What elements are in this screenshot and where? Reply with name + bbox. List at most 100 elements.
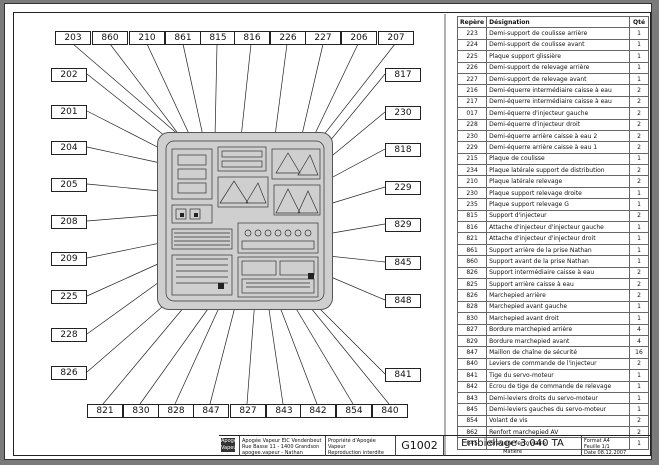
part-qty: 2 bbox=[629, 175, 649, 188]
part-designation: Plaque support relevage G bbox=[486, 198, 630, 211]
callout-861: 861 bbox=[165, 31, 201, 45]
part-qty: 2 bbox=[629, 164, 649, 177]
part-ref: 234 bbox=[456, 164, 488, 177]
part-designation: Demi-support de relevage avant bbox=[486, 72, 630, 86]
part-designation: Plaque latérale support de distribution bbox=[486, 164, 630, 177]
part-designation: Marchepied avant gauche bbox=[486, 300, 630, 314]
part-designation: Demi-équerre intermédiaire caisse à eau bbox=[486, 95, 630, 109]
callout-828: 828 bbox=[158, 404, 194, 418]
callout-854: 854 bbox=[336, 404, 372, 418]
company-line-3: apogee.vapeur - Nathan bbox=[242, 450, 303, 456]
part-qty: 1 bbox=[629, 186, 649, 200]
part-ref: 847 bbox=[456, 346, 488, 359]
part-qty: 4 bbox=[629, 323, 649, 336]
part-qty: 1 bbox=[629, 72, 649, 86]
part-ref: 845 bbox=[456, 437, 488, 450]
callout-227: 227 bbox=[305, 31, 341, 45]
part-designation: Demi-équerre arrière caisse à eau 1 bbox=[486, 141, 630, 154]
part-qty: 2 bbox=[629, 209, 649, 223]
part-qty: 1 bbox=[629, 312, 649, 325]
part-designation: Plaque support glissière bbox=[486, 50, 630, 63]
callout-827: 827 bbox=[230, 404, 266, 418]
part-designation: Bordure marchepied arrière bbox=[486, 323, 630, 336]
copyright-line-1: Propriété d'Apogée Vapeur bbox=[328, 438, 376, 450]
part-ref: 861 bbox=[456, 243, 488, 257]
part-designation: Bordure marchepied avant bbox=[486, 334, 630, 348]
part-designation: Support arrière caisse à eau bbox=[486, 277, 630, 291]
part-qty: 2 bbox=[629, 107, 649, 120]
part-designation: Support avant de la prise Nathan bbox=[486, 255, 630, 268]
part-ref: 815 bbox=[456, 209, 488, 223]
part-qty: 1 bbox=[629, 152, 649, 166]
drawing-reference: G1002 bbox=[395, 436, 443, 456]
part-qty: 1 bbox=[629, 243, 649, 257]
part-ref: 821 bbox=[456, 232, 488, 245]
callout-208: 208 bbox=[51, 215, 87, 229]
part-qty: 1 bbox=[629, 403, 649, 416]
part-qty: 2 bbox=[629, 84, 649, 97]
callout-206: 206 bbox=[341, 31, 377, 45]
part-ref: 224 bbox=[456, 38, 488, 52]
part-designation: Marchepied avant droit bbox=[486, 312, 630, 325]
company-info: Apogée Vapeur EIC Vendenbeut Rue Basse 1… bbox=[239, 436, 325, 456]
part-ref: 229 bbox=[456, 141, 488, 154]
part-designation: Demi-équerre arrière caisse à eau 2 bbox=[486, 129, 630, 143]
callout-821: 821 bbox=[87, 404, 123, 418]
callout-847: 847 bbox=[193, 404, 229, 418]
part-ref: 223 bbox=[456, 27, 488, 40]
part-ref: 843 bbox=[456, 391, 488, 405]
leader-lines bbox=[72, 14, 446, 456]
part-qty: 2 bbox=[629, 357, 649, 371]
etched-fret-sheet bbox=[157, 132, 333, 310]
part-designation: Demi-équerre d'injecteur gauche bbox=[486, 107, 630, 120]
part-qty: 2 bbox=[629, 277, 649, 291]
callout-843: 843 bbox=[266, 404, 302, 418]
part-qty: 1 bbox=[629, 255, 649, 268]
meta-date: Date 08.12.2007 bbox=[584, 450, 627, 456]
part-designation: Support d'injecteur bbox=[486, 209, 630, 223]
part-designation: Support intermédiaire caisse à eau bbox=[486, 266, 630, 280]
callout-818: 818 bbox=[385, 143, 421, 157]
drawing-sheet: 203 860 210 861 815 816 226 227 206 207 … bbox=[4, 3, 652, 460]
part-qty: 1 bbox=[629, 232, 649, 245]
part-qty: 1 bbox=[629, 391, 649, 405]
callout-228: 228 bbox=[51, 328, 87, 342]
callout-829: 829 bbox=[385, 218, 421, 232]
header-qty: Qté bbox=[629, 15, 649, 29]
part-ref: 228 bbox=[456, 118, 488, 131]
company-logo: Apogée Vapeur bbox=[219, 436, 239, 456]
callout-202: 202 bbox=[51, 68, 87, 82]
part-ref: 840 bbox=[456, 357, 488, 371]
part-qty: 2 bbox=[629, 129, 649, 143]
part-ref: 217 bbox=[456, 95, 488, 109]
part-qty: 2 bbox=[629, 118, 649, 131]
part-ref: 826 bbox=[456, 289, 488, 302]
callout-203: 203 bbox=[55, 31, 91, 45]
part-ref: 230 bbox=[456, 186, 488, 200]
drawing-title: Embiellage 3.040 TA bbox=[461, 438, 564, 449]
part-ref: 827 bbox=[456, 323, 488, 336]
part-ref: 860 bbox=[456, 255, 488, 268]
part-ref: 227 bbox=[456, 72, 488, 86]
callout-817: 817 bbox=[385, 68, 421, 82]
drawing-meta: Format A4 Feuille 1/1 Date 08.12.2007 bbox=[581, 436, 651, 456]
callout-229: 229 bbox=[385, 181, 421, 195]
part-qty: 1 bbox=[629, 50, 649, 63]
